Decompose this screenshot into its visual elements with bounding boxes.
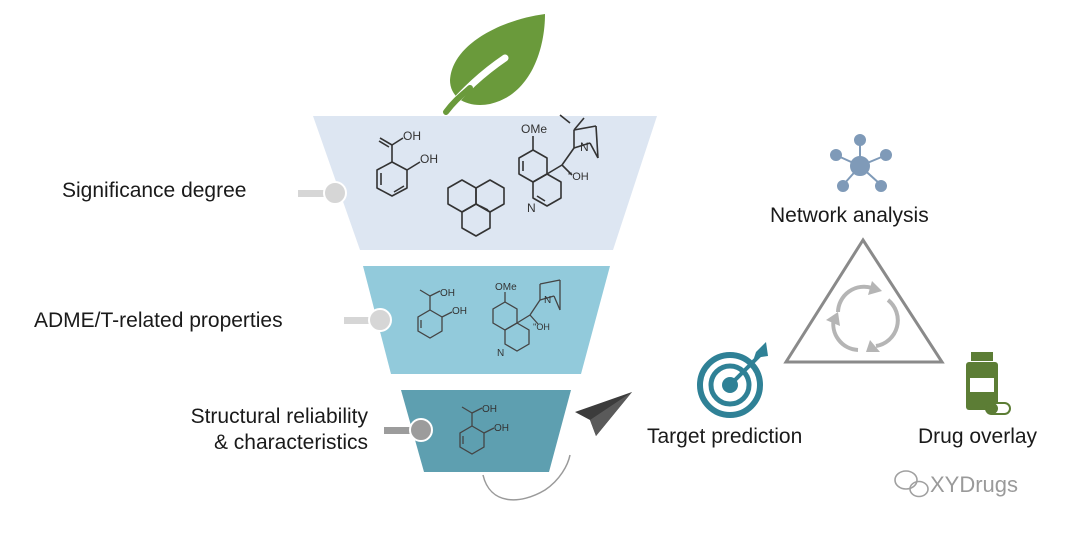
network-icon — [830, 134, 892, 192]
oh-label: OH — [494, 423, 509, 434]
n-label: N — [527, 201, 536, 215]
molecule-quinine-middle: OMe N N ''OH — [492, 279, 561, 359]
oh-label: OH — [440, 288, 455, 299]
ome-label: OMe — [521, 122, 547, 136]
watermark-text: XYDrugs — [930, 472, 1019, 497]
ome-label: OMe — [495, 282, 517, 293]
oh-label: OH — [452, 306, 467, 317]
molecule-salicylic-acid-top: OH OH — [376, 129, 438, 197]
oh-label: OH — [420, 152, 438, 166]
wechat-icon — [894, 470, 929, 498]
n-label: N — [544, 295, 551, 306]
label-drug-overlay: Drug overlay — [918, 425, 1038, 448]
n-label: N — [497, 348, 504, 359]
molecule-salicylic-acid-middle: OH OH — [417, 288, 467, 339]
label-significance-degree: Significance degree — [62, 179, 247, 202]
oh-label: OH — [482, 404, 497, 415]
paper-plane-icon — [482, 392, 632, 501]
leaf-icon — [442, 14, 545, 116]
funnel-tier-bottom — [401, 390, 571, 472]
label-network-analysis: Network analysis — [770, 204, 929, 227]
label-structural-reliability: Structural reliability & characteristics — [190, 405, 368, 454]
label-target-prediction: Target prediction — [647, 425, 803, 448]
oh-label: OH — [403, 129, 421, 143]
funnel-tier-middle — [363, 266, 610, 374]
connector-structural — [384, 418, 433, 442]
label-adme-properties: ADME/T-related properties — [34, 309, 283, 332]
n-label: N — [580, 140, 589, 154]
molecule-tricyclic — [447, 179, 505, 237]
oh-label: ''OH — [533, 322, 550, 332]
molecule-salicylic-acid-bottom: OH OH — [459, 404, 509, 455]
drug-bottle-icon — [966, 352, 1011, 415]
oh-label: ''OH — [568, 171, 589, 183]
connector-significance — [298, 181, 347, 205]
cycle-triangle — [783, 237, 945, 364]
connector-adme — [344, 308, 392, 332]
molecule-quinine-top: OMe N N ''OH — [518, 114, 599, 215]
target-icon — [697, 342, 768, 418]
